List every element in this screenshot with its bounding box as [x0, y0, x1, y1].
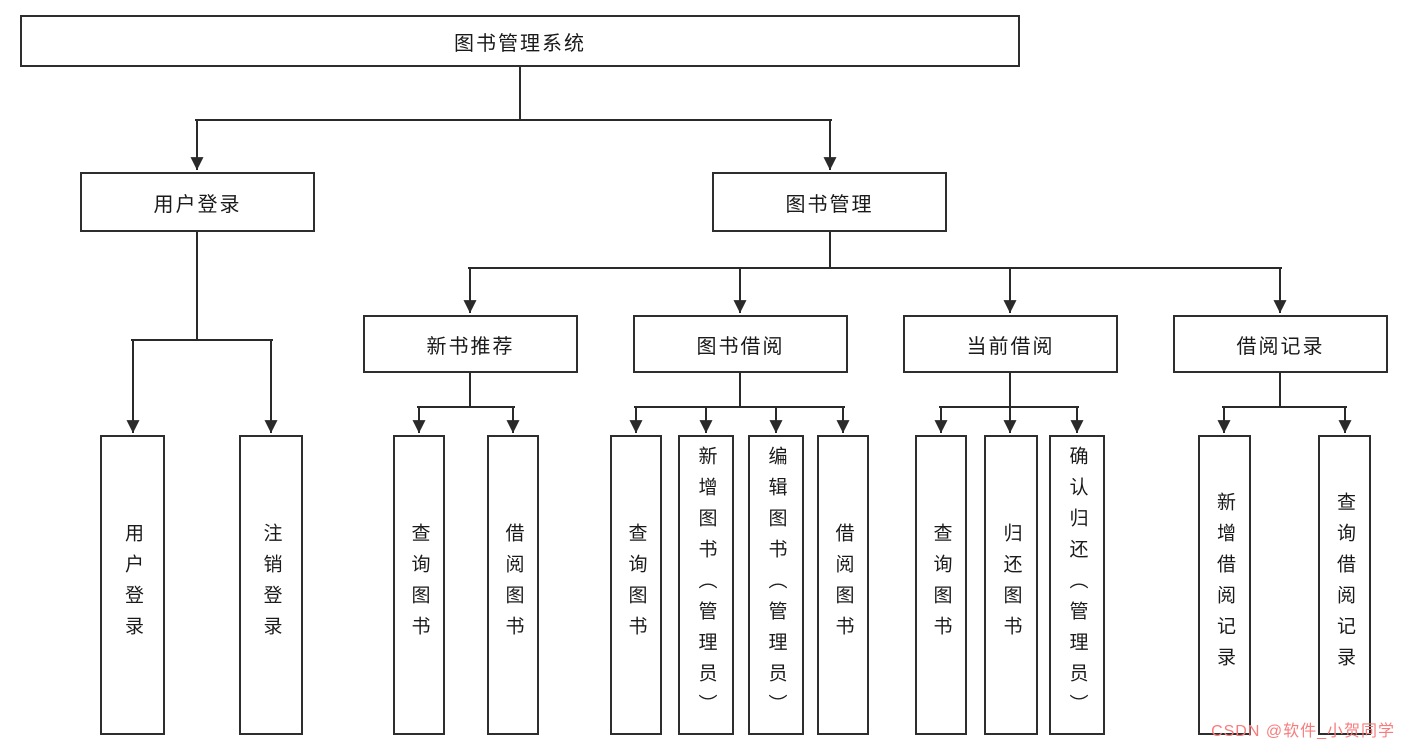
node-user-login: 用户登录 — [80, 172, 315, 232]
node-book-borrow-label: 图书借阅 — [696, 335, 785, 358]
leaf-edit-books-admin-label: 编辑图书（管理员） — [765, 445, 787, 725]
node-book-management-label: 图书管理 — [785, 193, 874, 216]
leaf-query-borrow-record: 查询借阅记录 — [1318, 435, 1371, 735]
leaf-user-login: 用户登录 — [100, 435, 165, 735]
node-borrow-records: 借阅记录 — [1173, 315, 1388, 373]
node-root-label: 图书管理系统 — [454, 32, 586, 55]
node-user-login-label: 用户登录 — [153, 193, 242, 216]
watermark: CSDN @软件_小贺同学 — [1211, 723, 1395, 740]
node-borrow-records-label: 借阅记录 — [1236, 335, 1325, 358]
leaf-query-books-borrow: 查询图书 — [610, 435, 662, 735]
leaf-user-login-label: 用户登录 — [122, 523, 143, 647]
leaf-borrow-books-recommend: 借阅图书 — [487, 435, 539, 735]
leaf-return-books: 归还图书 — [984, 435, 1038, 735]
leaf-add-books-admin-label: 新增图书（管理员） — [695, 445, 717, 725]
leaf-logout: 注销登录 — [239, 435, 303, 735]
leaf-add-borrow-record-label: 新增借阅记录 — [1214, 492, 1235, 678]
node-book-borrow: 图书借阅 — [633, 315, 848, 373]
leaf-confirm-return-admin: 确认归还（管理员） — [1049, 435, 1105, 735]
leaf-query-books-borrow-label: 查询图书 — [625, 523, 647, 647]
node-new-book-recommend-label: 新书推荐 — [426, 335, 515, 358]
leaf-query-books-current: 查询图书 — [915, 435, 967, 735]
node-current-borrow-label: 当前借阅 — [966, 335, 1055, 358]
leaf-borrow-books: 借阅图书 — [817, 435, 869, 735]
leaf-query-books-current-label: 查询图书 — [930, 523, 952, 647]
leaf-add-borrow-record: 新增借阅记录 — [1198, 435, 1251, 735]
leaf-query-books-recommend-label: 查询图书 — [408, 523, 430, 647]
node-new-book-recommend: 新书推荐 — [363, 315, 578, 373]
leaf-return-books-label: 归还图书 — [1000, 523, 1022, 647]
leaf-edit-books-admin: 编辑图书（管理员） — [748, 435, 804, 735]
node-book-management: 图书管理 — [712, 172, 947, 232]
leaf-add-books-admin: 新增图书（管理员） — [678, 435, 734, 735]
leaf-query-borrow-record-label: 查询借阅记录 — [1334, 492, 1355, 678]
leaf-borrow-books-recommend-label: 借阅图书 — [502, 523, 524, 647]
node-root: 图书管理系统 — [20, 15, 1020, 67]
leaf-logout-label: 注销登录 — [260, 523, 282, 647]
leaf-query-books-recommend: 查询图书 — [393, 435, 445, 735]
leaf-confirm-return-admin-label: 确认归还（管理员） — [1066, 445, 1088, 725]
leaf-borrow-books-label: 借阅图书 — [832, 523, 854, 647]
node-current-borrow: 当前借阅 — [903, 315, 1118, 373]
